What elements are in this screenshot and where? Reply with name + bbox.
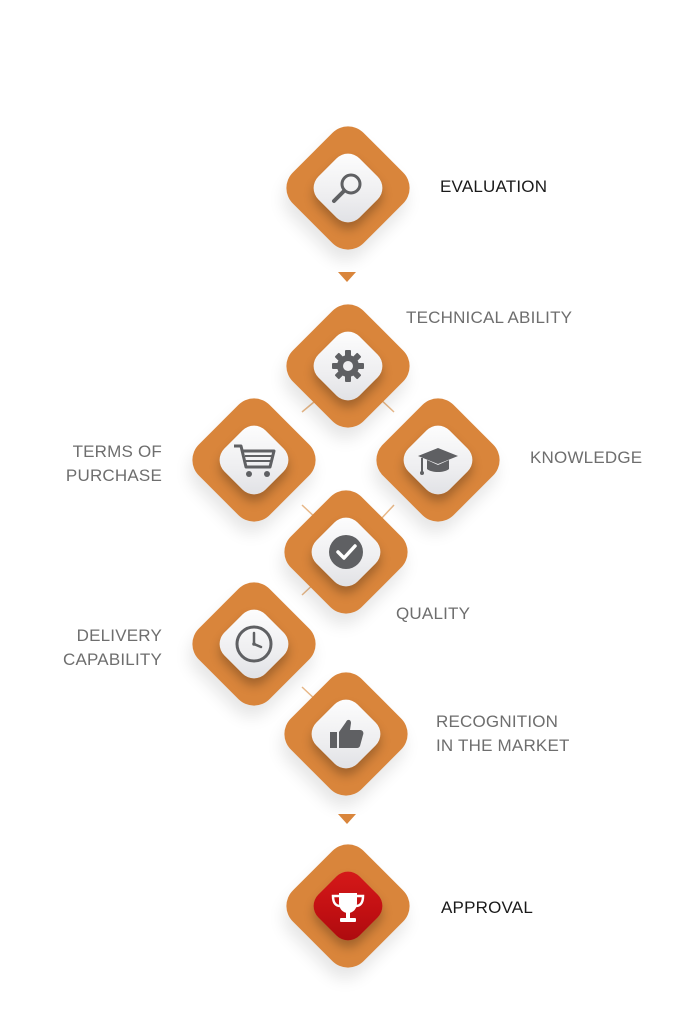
step-evaluation	[277, 117, 419, 259]
down-arrow-icon	[338, 272, 356, 282]
magnifier-icon	[332, 173, 362, 203]
shopping-cart-icon	[234, 444, 276, 477]
label-line: TERMS OF	[72, 442, 162, 461]
step-delivery-capability	[183, 573, 325, 715]
graduation-cap-icon	[418, 448, 458, 475]
step-approval	[277, 835, 419, 977]
gear-icon	[332, 350, 364, 382]
step-recognition-in-the-market	[275, 663, 417, 805]
step-label-delivery-capability: DELIVERY CAPABILITY	[40, 624, 162, 672]
down-arrow-icon	[338, 814, 356, 824]
step-quality	[275, 481, 417, 623]
step-technical-ability	[277, 295, 419, 437]
step-terms-of-purchase	[183, 389, 325, 531]
checkmark-icon	[329, 535, 363, 569]
step-label-recognition-in-the-market: RECOGNITION IN THE MARKET	[436, 710, 570, 758]
label-line: RECOGNITION	[436, 712, 559, 731]
trophy-icon	[331, 893, 365, 922]
step-knowledge	[367, 389, 509, 531]
step-label-approval: APPROVAL	[441, 898, 533, 917]
step-label-knowledge: KNOWLEDGE	[530, 448, 643, 467]
label-line: CAPABILITY	[63, 650, 162, 669]
label-line: IN THE MARKET	[436, 736, 570, 755]
thumbs-up-icon	[330, 719, 364, 748]
step-label-quality: QUALITY	[396, 604, 471, 623]
step-label-terms-of-purchase: TERMS OF PURCHASE	[40, 440, 162, 488]
step-label-evaluation: EVALUATION	[440, 177, 548, 196]
clock-icon	[235, 625, 273, 663]
step-label-technical-ability: TECHNICAL ABILITY	[406, 308, 573, 327]
label-line: PURCHASE	[65, 466, 162, 485]
label-line: DELIVERY	[76, 626, 162, 645]
